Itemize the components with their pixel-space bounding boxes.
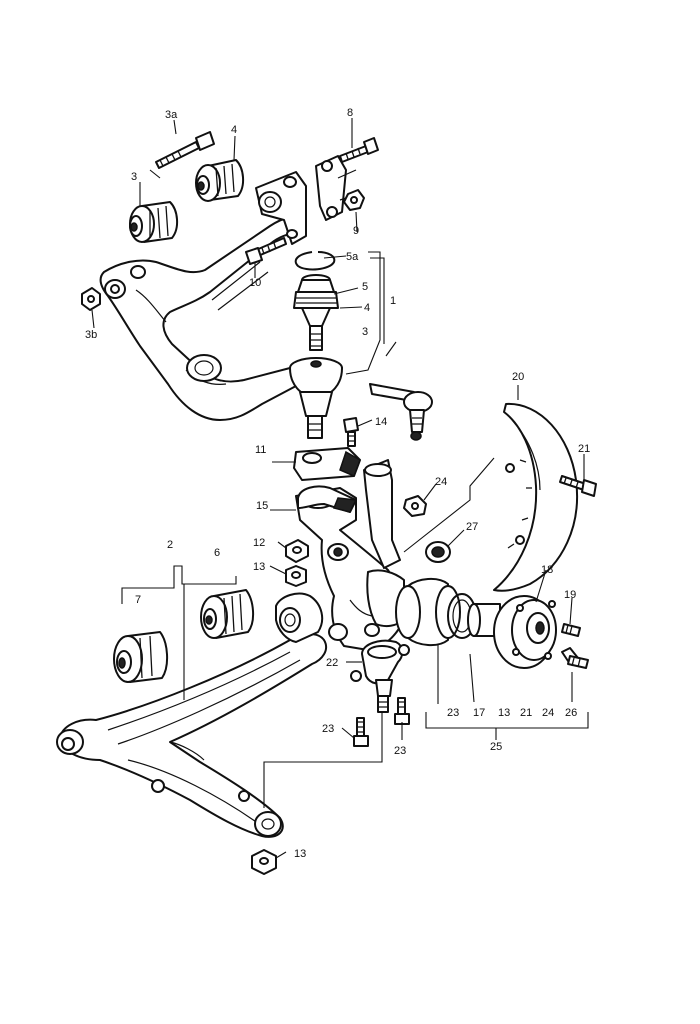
callout-24: 24 (435, 476, 447, 488)
circlip-5a (294, 251, 336, 271)
callout-5: 5 (362, 281, 368, 293)
callout-17: 17 (473, 707, 485, 719)
callout-2: 2 (167, 539, 173, 551)
tie-rod-end (369, 383, 433, 441)
callout-23-right: 23 (394, 745, 406, 757)
bushing-7 (113, 631, 168, 683)
callout-18: 18 (541, 564, 553, 576)
shim-11 (293, 447, 361, 481)
bushing-4 (195, 159, 244, 202)
callout-23: 23 (447, 707, 459, 719)
nut-13-lower (251, 849, 277, 875)
nut-9 (343, 189, 365, 211)
nut-12 (285, 539, 309, 563)
callout-8: 8 (347, 107, 353, 119)
callout-7: 7 (135, 594, 141, 606)
callout-3a: 3a (165, 109, 178, 121)
callout-11: 11 (255, 444, 266, 456)
wheel-bearing (395, 578, 461, 646)
lower-control-arm (56, 633, 328, 838)
callout-25: 25 (490, 741, 502, 753)
callout-26: 26 (565, 707, 577, 719)
lower-arm-bracket (275, 592, 324, 643)
callout-13: 13 (253, 561, 265, 573)
nut-13-upper (285, 565, 307, 587)
callout-21: 21 (578, 443, 590, 455)
callout-10: 10 (249, 277, 261, 289)
callout-5a: 5a (346, 251, 359, 263)
callout-3-secondary: 3 (362, 326, 368, 338)
splash-shield-20 (493, 402, 578, 592)
bolt-14 (343, 417, 359, 447)
callout-3: 3 (131, 171, 137, 183)
upper-arm-bracket (255, 171, 307, 245)
callout-13-lower: 13 (294, 848, 306, 860)
callout-21-hub: 21 (520, 707, 532, 719)
callout-labels: 3a 4 8 3 9 5a 10 5 4 1 3 3b 20 14 11 21 … (85, 107, 590, 860)
bolt-21 (559, 475, 597, 497)
steering-knuckle (295, 459, 405, 651)
screw-19 (561, 623, 581, 637)
wheel-bolt-26 (561, 647, 589, 669)
bushing-3 (129, 201, 178, 243)
callout-23-left: 23 (322, 723, 334, 735)
callout-6: 6 (214, 547, 220, 559)
callout-20: 20 (512, 371, 524, 383)
bolt-10 (245, 237, 287, 265)
upper-ball-joint-5 (293, 274, 339, 351)
callout-1: 1 (390, 295, 396, 307)
callout-19: 19 (564, 589, 576, 601)
callout-27: 27 (466, 521, 478, 533)
seal-27 (425, 541, 451, 563)
ball-joint-3 (289, 357, 343, 439)
link-plate-8 (315, 155, 359, 221)
bolt-23-right (394, 697, 410, 725)
callout-3b: 3b (85, 329, 97, 341)
bushing-6 (200, 589, 254, 639)
bolt-3a (155, 131, 215, 169)
nut-24 (403, 495, 427, 517)
wheel-hub-18 (467, 595, 557, 669)
bolt-23-left (353, 717, 369, 747)
callout-4-secondary: 4 (364, 302, 370, 314)
bolt-8 (339, 137, 379, 163)
nut-3b (81, 287, 101, 311)
callout-24-hub: 24 (542, 707, 554, 719)
upper-control-arm (99, 215, 307, 421)
callout-22: 22 (326, 657, 338, 669)
spacer-15 (297, 485, 358, 513)
callout-13-hub: 13 (498, 707, 510, 719)
callout-14: 14 (375, 416, 387, 428)
leader-lines (91, 118, 589, 859)
callout-9: 9 (353, 225, 359, 237)
callout-15: 15 (256, 500, 268, 512)
callout-12: 12 (253, 537, 265, 549)
callout-4: 4 (231, 124, 237, 136)
lower-ball-joint-22 (350, 639, 410, 713)
